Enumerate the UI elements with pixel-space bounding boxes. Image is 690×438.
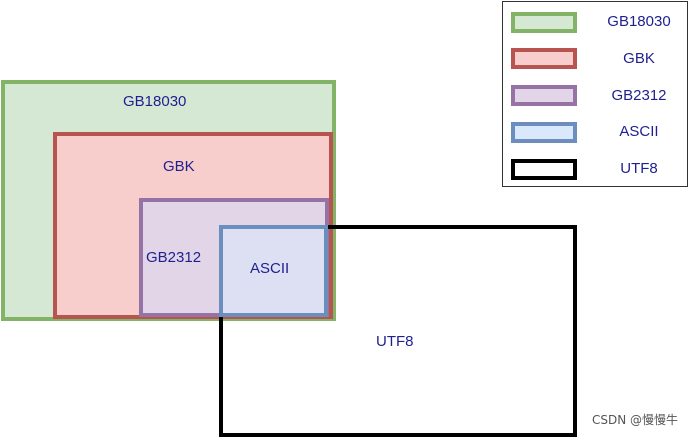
- legend-swatch-gb18030: [511, 12, 577, 33]
- legend: GB18030 GBK GB2312 ASCII UTF8: [502, 1, 688, 187]
- legend-swatch-utf8: [511, 159, 577, 180]
- legend-label-gbk: GBK: [623, 50, 655, 67]
- legend-label-gb2312: GB2312: [611, 87, 667, 104]
- utf8-label: UTF8: [376, 333, 414, 350]
- ascii-set-border: [219, 225, 328, 317]
- legend-label-ascii: ASCII: [619, 123, 659, 140]
- watermark: CSDN @慢慢牛: [591, 413, 678, 427]
- legend-swatch-ascii: [511, 122, 577, 143]
- gb2312-label: GB2312: [146, 249, 202, 266]
- legend-swatch-gbk: [511, 48, 577, 69]
- ascii-label: ASCII: [250, 260, 290, 277]
- gb18030-label: GB18030: [123, 93, 187, 110]
- ascii-set: [219, 225, 328, 317]
- gbk-label: GBK: [163, 158, 195, 175]
- legend-label-gb18030: GB18030: [607, 13, 671, 30]
- utf8-set: [219, 225, 577, 437]
- legend-swatch-gb2312: [511, 85, 577, 106]
- legend-label-utf8: UTF8: [620, 160, 658, 177]
